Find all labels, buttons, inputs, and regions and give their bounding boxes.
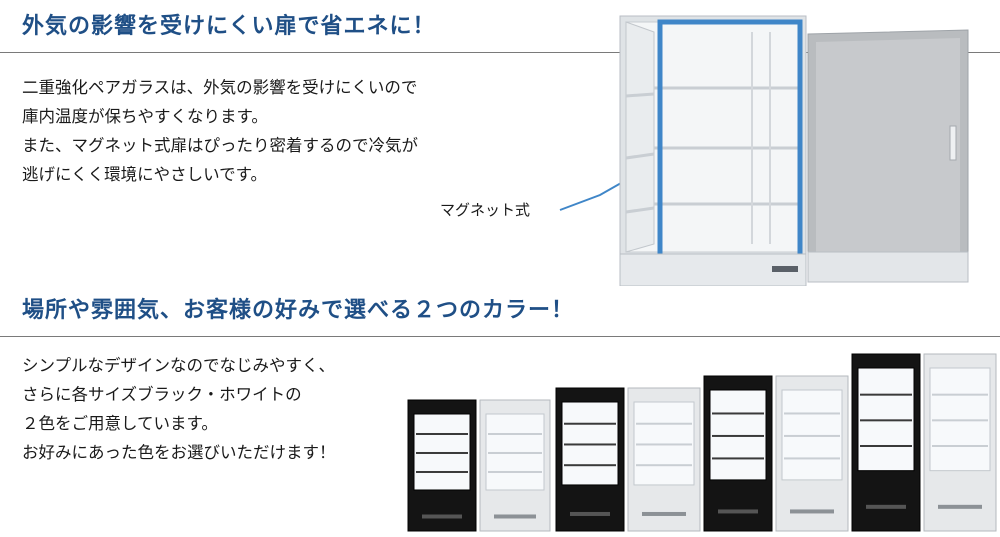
- showcase-vent: [422, 514, 462, 519]
- paragraph-line: 二重強化ペアガラスは、外気の影響を受けにくいので: [22, 78, 418, 97]
- showcase-shelf: [712, 457, 764, 460]
- showcase-glass: [413, 413, 471, 491]
- showcase-shelf: [564, 443, 616, 446]
- showcase-shelf: [636, 464, 692, 467]
- paragraph-line: さらに各サイズブラック・ホワイトの: [22, 385, 302, 404]
- showcase-vent: [938, 504, 982, 509]
- showcase-shelf: [636, 443, 692, 446]
- showcase-vent: [866, 504, 906, 509]
- showcase-shelf: [784, 457, 840, 460]
- showcase-shelf: [564, 464, 616, 467]
- showcase-vent: [718, 509, 758, 514]
- paragraph-line: お好みにあった色をお選びいただけます！: [22, 443, 336, 462]
- showcase-vent: [494, 514, 536, 519]
- paragraph-line: ２色をご用意しています。: [22, 414, 218, 433]
- showcase-open-door-photo: [619, 15, 969, 286]
- showcase-shelf: [488, 451, 542, 454]
- heading-energy-saving: 外気の影響を受けにくい扉で省エネに！: [22, 14, 436, 39]
- paragraph-line: 逃げにくく環境にやさしいです。: [22, 165, 268, 184]
- showcase-shelf: [488, 432, 542, 435]
- showcase-shelf: [784, 434, 840, 437]
- showcase-glass: [485, 413, 545, 491]
- showcase-vent: [790, 509, 834, 514]
- showcase-shelf: [488, 470, 542, 473]
- showcase-shelf: [564, 422, 616, 425]
- paragraph-line: 庫内温度が保ちやすくなります。: [22, 107, 268, 126]
- divider-1: [0, 52, 1000, 53]
- showcase-shelf: [416, 432, 468, 435]
- showcase-shelf: [932, 393, 988, 396]
- showcase-shelf: [932, 444, 988, 447]
- heading-two-colors: 場所や雰囲気、お客様の好みで選べる２つのカラー！: [22, 298, 575, 323]
- showcase-shelf: [860, 419, 912, 422]
- showcase-lineup-photo: [407, 353, 997, 532]
- showcase-shelf: [860, 393, 912, 396]
- paragraph-energy-saving: 二重強化ペアガラスは、外気の影響を受けにくいので 庫内温度が保ちやすくなります。…: [22, 73, 418, 189]
- showcase-shelf: [784, 412, 840, 415]
- showcase-shelf: [416, 470, 468, 473]
- magnet-callout-label: マグネット式: [440, 201, 531, 219]
- divider-2: [0, 336, 1000, 337]
- showcase-shelf: [416, 451, 468, 454]
- showcase-vent: [570, 511, 610, 516]
- paragraph-two-colors: シンプルなデザインなのでなじみやすく、 さらに各サイズブラック・ホワイトの ２色…: [22, 351, 336, 467]
- showcase-shelf: [712, 434, 764, 437]
- showcase-shelf: [860, 444, 912, 447]
- showcase-shelf: [932, 419, 988, 422]
- showcase-shelf: [636, 422, 692, 425]
- paragraph-line: また、マグネット式扉はぴったり密着するので冷気が: [22, 136, 418, 155]
- paragraph-line: シンプルなデザインなのでなじみやすく、: [22, 356, 336, 375]
- showcase-vent: [642, 511, 686, 516]
- showcase-shelf: [712, 412, 764, 415]
